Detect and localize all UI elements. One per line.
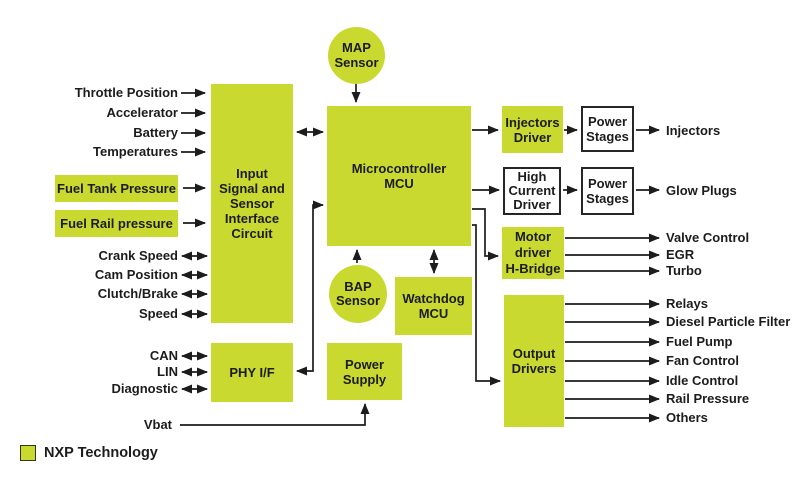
block-high-current-driver: High Current Driver xyxy=(503,167,561,215)
wire-mcu-phy xyxy=(296,200,324,376)
input-label-crank-speed: Crank Speed xyxy=(98,248,178,263)
input-label-vbat: Vbat xyxy=(143,417,172,432)
input-label-temperatures: Temperatures xyxy=(92,144,178,159)
input-label-cam-position: Cam Position xyxy=(94,267,178,282)
block-output-drivers: Output Drivers xyxy=(504,295,564,427)
output-label-turbo: Turbo xyxy=(666,263,702,278)
block-power-stages-mid: Power Stages xyxy=(581,167,634,215)
legend-swatch xyxy=(20,445,36,461)
output-label-injectors: Injectors xyxy=(666,123,721,138)
output-label-valve-control: Valve Control xyxy=(666,230,750,245)
input-label-can: CAN xyxy=(149,348,178,363)
input-label-speed: Speed xyxy=(138,306,178,321)
input-box-fuel-rail-pressure: Fuel Rail pressure xyxy=(55,210,178,237)
block-power-supply: Power Supply xyxy=(327,343,402,400)
output-label-relays: Relays xyxy=(666,296,708,311)
block-watchdog-mcu: Watchdog MCU xyxy=(395,277,472,335)
block-mcu: Microcontroller MCU xyxy=(327,106,471,246)
wire-mcu-output-drivers xyxy=(472,224,501,386)
wire-vbat-power-supply xyxy=(180,403,370,426)
output-label-others: Others xyxy=(666,410,708,425)
output-label-egr: EGR xyxy=(666,247,695,262)
output-label-glow-plugs: Glow Plugs xyxy=(666,183,737,198)
input-label-battery: Battery xyxy=(133,125,178,140)
input-label-accelerator: Accelerator xyxy=(106,105,178,120)
input-label-throttle-position: Throttle Position xyxy=(74,85,178,100)
block-power-stages-top: Power Stages xyxy=(581,106,634,152)
block-motor-driver-h-bridge: Motor driver H-Bridge xyxy=(502,227,564,279)
input-label-lin: LIN xyxy=(157,364,178,379)
output-label-idle-control: Idle Control xyxy=(666,373,739,388)
wire-mcu-motor-driver xyxy=(472,208,499,261)
output-label-diesel-particle-filter: Diesel Particle Filter xyxy=(666,314,791,329)
sensor-map: MAP Sensor xyxy=(328,27,385,84)
block-input-interface: Input Signal and Sensor Interface Circui… xyxy=(211,84,293,323)
block-phy-if: PHY I/F xyxy=(211,343,293,402)
sensor-bap: BAP Sensor xyxy=(329,265,387,323)
input-label-clutch-brake: Clutch/Brake xyxy=(97,286,178,301)
output-label-fan-control: Fan Control xyxy=(666,353,739,368)
input-label-diagnostic: Diagnostic xyxy=(111,381,178,396)
output-label-rail-pressure: Rail Pressure xyxy=(666,391,750,406)
output-label-fuel-pump: Fuel Pump xyxy=(666,334,733,349)
input-box-fuel-tank-pressure: Fuel Tank Pressure xyxy=(55,175,178,202)
legend-label: NXP Technology xyxy=(44,445,158,461)
block-injectors-driver: Injectors Driver xyxy=(502,106,563,153)
